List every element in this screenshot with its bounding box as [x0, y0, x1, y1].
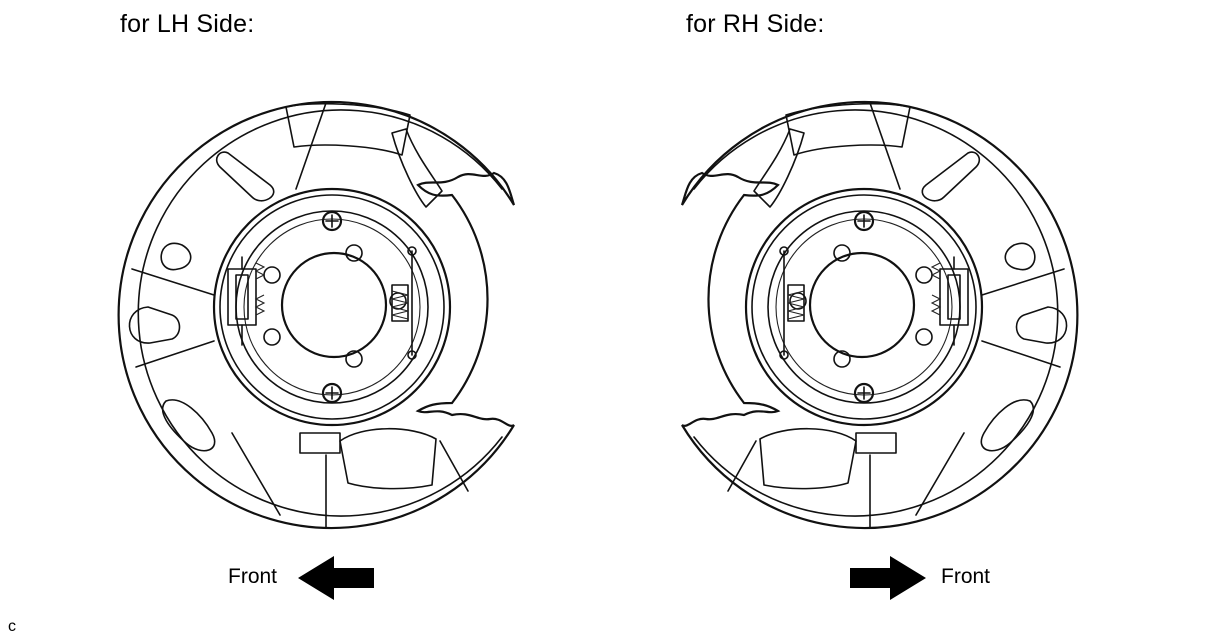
- rh-front-label: Front: [941, 565, 991, 588]
- front-arrow-left-icon: [298, 556, 374, 600]
- rh-backing-plate: [680, 100, 1079, 530]
- lh-side-title: for LH Side:: [120, 10, 255, 38]
- rh-side-title: for RH Side:: [686, 10, 825, 38]
- lh-backing-plate: [117, 100, 516, 530]
- corner-code: c: [8, 618, 16, 635]
- front-arrow-right-icon: [850, 556, 926, 600]
- lh-front-label: Front: [228, 565, 278, 588]
